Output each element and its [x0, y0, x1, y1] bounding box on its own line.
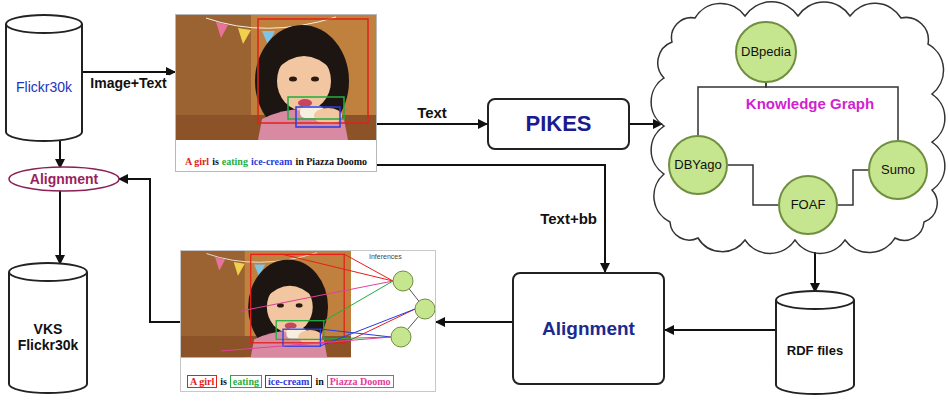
connector — [59, 190, 61, 264]
kb-circle: Sumo — [868, 140, 928, 200]
eye — [289, 77, 297, 82]
node-label: Alignment — [30, 171, 98, 187]
cylinder-outline — [5, 14, 83, 142]
boxed-word: ice-cream — [265, 375, 312, 389]
edge-label: Text+bb — [538, 210, 599, 227]
boxed-word: Piazza Doomo — [327, 375, 394, 389]
graph-circle — [393, 271, 413, 291]
database-cylinder: VKS Flickr30k — [8, 262, 88, 394]
node-label: PIKES — [525, 111, 591, 136]
alignment-line — [320, 309, 415, 346]
caption-word: A girl — [185, 156, 209, 168]
edge-label: Text — [415, 104, 449, 121]
cylinder-body — [6, 15, 82, 141]
alignment-line — [320, 329, 391, 337]
bunting-flag — [238, 28, 251, 44]
boxed-word: A girl — [187, 375, 217, 389]
node-label: RDF files — [787, 344, 843, 359]
cylinder-body — [9, 263, 87, 393]
mouth — [298, 99, 312, 107]
database-cylinder: RDF files — [775, 290, 855, 395]
kb-circle: DBpedia — [735, 21, 797, 83]
photo-background — [176, 15, 376, 140]
aligned-illustration — [181, 251, 435, 369]
connector — [82, 71, 175, 73]
caption-word: ice-cream — [251, 156, 292, 168]
boxed-word: is — [220, 376, 227, 388]
connector — [630, 123, 662, 125]
bounding-box — [296, 107, 340, 127]
image-panel: A girliseatingice-creamin Piazza Doomo — [175, 14, 377, 172]
alignment-line — [221, 337, 391, 351]
girl-photo-copy — [181, 251, 351, 357]
node-label: Alignment — [542, 318, 635, 340]
cloud-shape — [651, 2, 945, 254]
alignment-line — [241, 281, 393, 311]
circle-label: DBpedia — [741, 45, 791, 60]
boxed-word: in — [315, 376, 323, 388]
connector — [119, 179, 180, 322]
process-box: Alignment — [512, 272, 665, 385]
connector — [665, 329, 776, 331]
hand — [314, 108, 342, 124]
circle-label: DBYago — [674, 158, 721, 173]
kb-circle: FOAF — [778, 175, 838, 235]
caption-word: eating — [222, 156, 248, 168]
node-label: VKS Flickr30k — [14, 321, 82, 353]
cylinder-lip — [9, 272, 87, 281]
node-label: Flickr30k — [16, 79, 72, 95]
graph-circle — [391, 327, 411, 347]
connector — [377, 123, 487, 125]
edge-label: Image+Text — [88, 75, 168, 91]
process-ellipse: Alignment — [8, 166, 120, 192]
bangs — [275, 43, 333, 71]
graph-circle — [415, 299, 435, 319]
connector — [728, 165, 778, 205]
aligned-image-panel: A girliseatingice-creamin Piazza Doomo Inf… — [180, 250, 436, 392]
cylinder-body — [776, 291, 854, 394]
connector — [838, 170, 868, 205]
circle-label: Sumo — [881, 163, 915, 178]
database-cylinder: Flickr30k — [5, 14, 83, 142]
kb-circle: DBYago — [668, 135, 728, 195]
word-row: A girliseatingice-creamin Piazza Doomo — [187, 375, 397, 389]
note-text: Inferences — [369, 253, 402, 261]
girl-photo — [176, 15, 376, 140]
alignment-line — [324, 281, 393, 321]
photo-illustration — [176, 15, 376, 140]
circle-label: FOAF — [791, 198, 826, 213]
caption-word: in Piazza Doomo — [295, 156, 367, 168]
knowledge-cloud: Knowledge Graph DBpediaDBYago SumoFOAF — [650, 2, 946, 254]
cylinder-lip — [6, 24, 82, 33]
alignment-lines — [221, 254, 425, 351]
connector — [59, 140, 61, 168]
eye — [311, 77, 319, 82]
ellipse-shape — [9, 167, 119, 191]
cylinder-lip — [776, 300, 854, 309]
connector — [377, 165, 605, 272]
connector — [436, 321, 512, 323]
cylinder-outline — [775, 290, 855, 395]
boxed-word: eating — [230, 375, 262, 389]
bunting-flag — [216, 22, 228, 38]
connector — [814, 252, 816, 292]
caption-row: A girliseatingice-creamin Piazza Doomo — [176, 156, 376, 168]
process-box: PIKES — [487, 98, 630, 150]
caption-word: is — [212, 156, 219, 168]
cloud-title: Knowledge Graph — [746, 95, 874, 112]
